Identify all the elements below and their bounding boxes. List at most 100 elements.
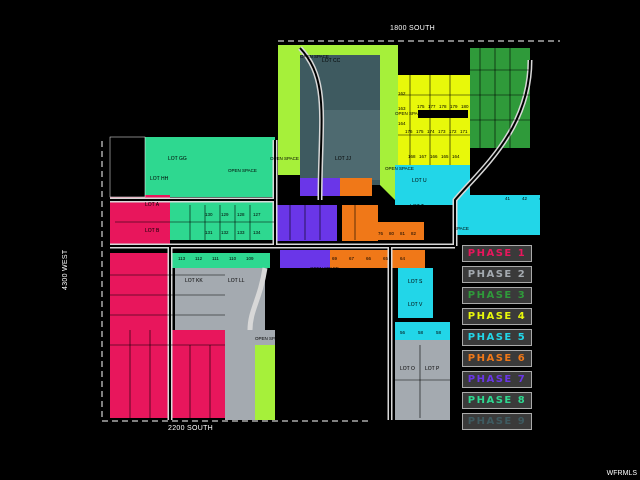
phase5-lot-s	[398, 268, 433, 318]
lot-number: 112	[195, 256, 203, 261]
lot-number: 173	[438, 129, 446, 134]
lot-t-label: LOT T	[410, 204, 424, 210]
legend-phase-5: PHASE 5	[462, 329, 532, 346]
phase4-divider	[418, 110, 468, 118]
legend-phase-3: PHASE 3	[462, 287, 532, 304]
lot-number: 179	[450, 104, 458, 109]
lot-number: 67	[349, 256, 355, 261]
open-space-label: OPEN SPACE	[440, 226, 469, 231]
lot-number: 43	[539, 196, 545, 201]
open-space-label: OPEN SPACE	[420, 56, 449, 61]
lot-number: 41	[505, 196, 511, 201]
phase1-block-nw	[110, 195, 170, 245]
lot-number: 128	[237, 212, 245, 217]
lot-number: 127	[253, 212, 261, 217]
lot-number: 82	[411, 231, 417, 236]
lot-hh-label: LOT HH	[150, 176, 169, 182]
lot-number: 66	[366, 256, 372, 261]
lot-number: 175	[417, 104, 425, 109]
phase6-block-n	[340, 178, 372, 196]
lot-number: 80	[389, 231, 395, 236]
phase7-row	[280, 250, 330, 268]
phase1-block-s	[170, 330, 225, 418]
open-space-label: OPEN SPACE	[300, 54, 329, 59]
lot-number: 58	[418, 330, 424, 335]
lot-number: 180	[461, 104, 469, 109]
lot-a-label: LOT A	[145, 202, 160, 208]
open-space-strip-s	[255, 345, 275, 420]
phase4-block	[398, 75, 470, 165]
lot-number: 162	[398, 91, 406, 96]
lot-number: 175	[416, 129, 424, 134]
open-space-label: OPEN SPACE	[255, 336, 284, 341]
phase1-block-w	[110, 253, 170, 418]
road-label-2200-south: 2200 SOUTH	[168, 425, 214, 432]
lot-number: 134	[253, 230, 261, 235]
legend-phase-4: PHASE 4	[462, 308, 532, 325]
lot-number: 177	[428, 104, 436, 109]
phase-legend: PHASE 1 PHASE 2 PHASE 3 PHASE 4 PHASE 5 …	[462, 245, 532, 434]
phase6-block-w	[342, 205, 378, 241]
unplatted-area	[280, 270, 380, 420]
lot-number: 58	[436, 330, 442, 335]
open-space-label: OPEN SPACE	[385, 166, 414, 171]
lot-labels: LOT GG LOT HH LOT CC LOT EE LOT JJ LOT K…	[145, 58, 440, 372]
legend-phase-8: PHASE 8	[462, 392, 532, 409]
lot-kk-label: LOT KK	[185, 278, 203, 284]
phase6-row-76	[376, 222, 424, 240]
lot-number: 81	[400, 231, 406, 236]
road-label-4300-west: 4300 WEST	[62, 249, 69, 290]
lot-number: 56	[400, 330, 406, 335]
open-space-labels: OPEN SPACE OPEN SPACE OPEN SPACE OPEN SP…	[228, 54, 469, 341]
lot-u-label: LOT U	[412, 178, 427, 184]
legend-phase-2: PHASE 2	[462, 266, 532, 283]
lot-o-label: LOT O	[400, 366, 415, 372]
open-space-label: OPEN SPACE	[395, 111, 424, 116]
phase7-block	[277, 205, 337, 241]
lot-number: 132	[221, 230, 229, 235]
lot-number: 133	[237, 230, 245, 235]
open-space-label: OPEN SPACE	[270, 156, 299, 161]
lot-number: 164	[452, 154, 460, 159]
lot-v-label: LOT V	[408, 302, 423, 308]
lot-number: 130	[205, 212, 213, 217]
lot-b-label: LOT B	[145, 228, 160, 234]
lot-ee-label: LOT EE	[280, 178, 298, 184]
lot-number: 64	[400, 256, 406, 261]
watermark: WFRMLS	[606, 470, 637, 477]
lot-p-label: LOT P	[425, 366, 440, 372]
lot-number: 168	[408, 154, 416, 159]
lot-number: 172	[449, 129, 457, 134]
phase9-lots	[320, 110, 380, 180]
internal-road-centerlines	[110, 47, 531, 420]
phase5-row	[395, 322, 450, 340]
legend-phase-1: PHASE 1	[462, 245, 532, 262]
lot-number: 174	[427, 129, 435, 134]
phase8-block-north	[145, 137, 275, 197]
lot-jj-label: LOT JJ	[335, 156, 352, 162]
lot-number: 167	[419, 154, 427, 159]
legend-phase-7: PHASE 7	[462, 371, 532, 388]
lot-number: 166	[430, 154, 438, 159]
open-space-label: OPEN SPACE	[228, 168, 257, 173]
phase6-row-68	[330, 250, 425, 268]
parcel-nw	[109, 136, 146, 198]
road-label-1800-south: 1800 SOUTH	[390, 25, 436, 32]
lot-ll-label: LOT LL	[228, 278, 245, 284]
lot-number: 65	[383, 256, 389, 261]
legend-phase-6: PHASE 6	[462, 350, 532, 367]
lot-cc-label: LOT CC	[322, 58, 341, 64]
lot-number: 163	[398, 106, 406, 111]
lot-number: 164	[398, 121, 406, 126]
lot-grid	[110, 48, 530, 418]
open-space-label: OPEN SPACE	[310, 266, 339, 271]
lot-number: 69	[332, 256, 338, 261]
lot-number: 129	[221, 212, 229, 217]
lot-number: 176	[405, 129, 413, 134]
lot-number: 109	[246, 256, 254, 261]
lot-number: 42	[522, 196, 528, 201]
legend-phase-9: PHASE 9	[462, 413, 532, 430]
phase5-block-e	[455, 195, 540, 235]
